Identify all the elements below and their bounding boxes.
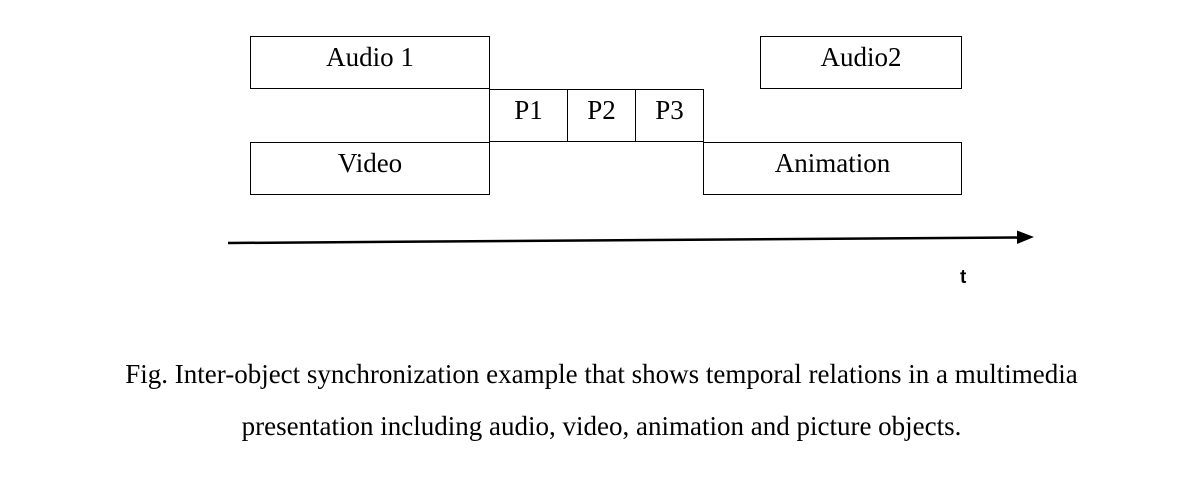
audio2-box: Audio2 bbox=[760, 36, 962, 89]
caption-line-1: Fig. Inter-object synchronization exampl… bbox=[125, 359, 1078, 389]
caption-line-2: presentation including audio, video, ani… bbox=[241, 411, 962, 441]
video-box: Video bbox=[250, 142, 490, 195]
time-axis-line bbox=[227, 236, 1019, 245]
time-axis-label: t bbox=[960, 267, 967, 288]
picture-p3-box: P3 bbox=[635, 89, 704, 142]
animation-box: Animation bbox=[703, 142, 962, 195]
audio1-box: Audio 1 bbox=[250, 36, 490, 89]
time-axis-arrowhead bbox=[1017, 230, 1034, 244]
picture-p1-box: P1 bbox=[489, 89, 568, 142]
picture-p2-box: P2 bbox=[567, 89, 636, 142]
figure-caption: Fig. Inter-object synchronization exampl… bbox=[0, 348, 1203, 452]
